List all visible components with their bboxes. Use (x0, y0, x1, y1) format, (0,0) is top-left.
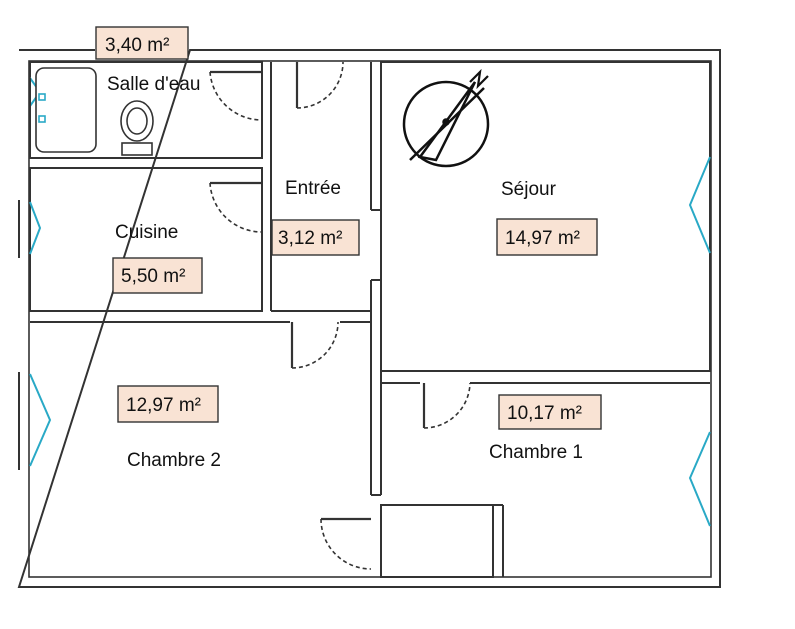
room-name-salle-deau: Salle d'eau (107, 74, 200, 95)
window-sejour (688, 155, 721, 255)
area-entree: 3,12 m² (278, 228, 342, 249)
door-salle-deau (209, 70, 263, 121)
toilet-tank (121, 142, 153, 156)
door-chambre-2 (290, 321, 339, 369)
area-cuisine: 5,50 m² (121, 266, 185, 287)
area-salle-deau: 3,40 m² (105, 35, 169, 56)
interior-walls (29, 61, 711, 578)
window-chambre-1 (688, 430, 721, 528)
door-cuisine (209, 181, 263, 233)
room-name-sejour: Séjour (501, 179, 557, 200)
area-tags: 3,40 m² 3,12 m² 14,97 m² 5,50 m² 12,97 m… (95, 26, 602, 430)
area-tag-entree: 3,12 m² (271, 219, 360, 256)
area-tag-salle-deau: 3,40 m² (95, 26, 189, 60)
doors (209, 61, 471, 570)
area-chambre-2: 12,97 m² (126, 395, 201, 416)
area-tag-cuisine: 5,50 m² (112, 257, 203, 294)
fixtures (35, 67, 154, 156)
room-name-cuisine: Cuisine (115, 222, 178, 243)
door-chambre-1 (422, 382, 471, 429)
room-name-chambre-1: Chambre 1 (489, 442, 583, 463)
area-tag-sejour: 14,97 m² (496, 218, 598, 256)
room-name-chambre-2: Chambre 2 (127, 450, 221, 471)
room-name-entree: Entrée (285, 178, 341, 199)
window-cuisine (18, 200, 42, 258)
door-entree (295, 61, 344, 109)
shower-tray (35, 67, 97, 153)
area-sejour: 14,97 m² (505, 228, 580, 249)
area-chambre-1: 10,17 m² (507, 403, 582, 424)
area-tag-chambre-1: 10,17 m² (498, 394, 602, 430)
area-tag-chambre-2: 12,97 m² (117, 385, 219, 423)
north-compass-icon (402, 68, 490, 168)
door-placard (320, 517, 372, 570)
window-chambre-2 (18, 372, 52, 470)
windows (18, 77, 721, 528)
room-labels: Salle d'eau Entrée Séjour Cuisine Chambr… (107, 74, 583, 471)
